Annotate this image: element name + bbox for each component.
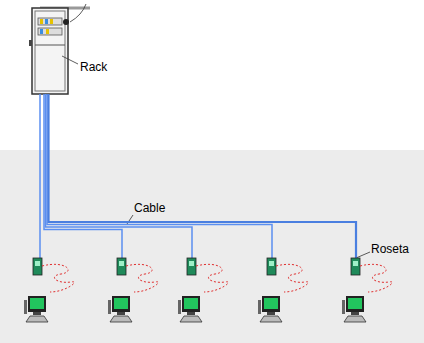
network-cable: [44, 94, 122, 258]
keyboard: [26, 316, 48, 322]
callout-label: Cable: [133, 201, 166, 215]
wall-outlet: [33, 258, 42, 275]
workstations: [24, 258, 392, 322]
network-cable: [46, 94, 193, 258]
monitor: [262, 296, 280, 312]
patch-cord: [126, 264, 158, 292]
keyboard: [110, 316, 132, 322]
callout-label: Rack: [79, 60, 108, 74]
patch-cord: [42, 264, 74, 292]
network-cable: [49, 94, 357, 258]
workstation: [108, 258, 158, 322]
patch-cord: [360, 264, 392, 292]
rack-cabinet: [29, 4, 90, 94]
keyboard: [260, 316, 282, 322]
monitor: [346, 296, 364, 312]
wall-outlet: [351, 258, 360, 275]
workstation: [342, 258, 392, 322]
cable-bundle: [40, 94, 356, 258]
roseta-leader: [356, 252, 370, 258]
floor-ground: [0, 150, 424, 343]
workstation: [178, 258, 228, 322]
rack-leader: [62, 56, 78, 64]
callout-label: Roseta: [370, 242, 410, 256]
keyboard: [180, 316, 202, 322]
patch-cord: [196, 264, 228, 292]
network-cable: [47, 94, 272, 258]
monitor: [28, 296, 46, 312]
wall-outlet: [187, 258, 196, 275]
monitor: [182, 296, 200, 312]
workstation: [24, 258, 74, 322]
monitor: [112, 296, 130, 312]
patch-cord: [276, 264, 308, 292]
wall-outlet: [267, 258, 276, 275]
wall-outlet: [117, 258, 126, 275]
network-cable: [39, 94, 41, 258]
wall-ground: [0, 0, 424, 150]
keyboard: [344, 316, 366, 322]
workstation: [258, 258, 308, 322]
